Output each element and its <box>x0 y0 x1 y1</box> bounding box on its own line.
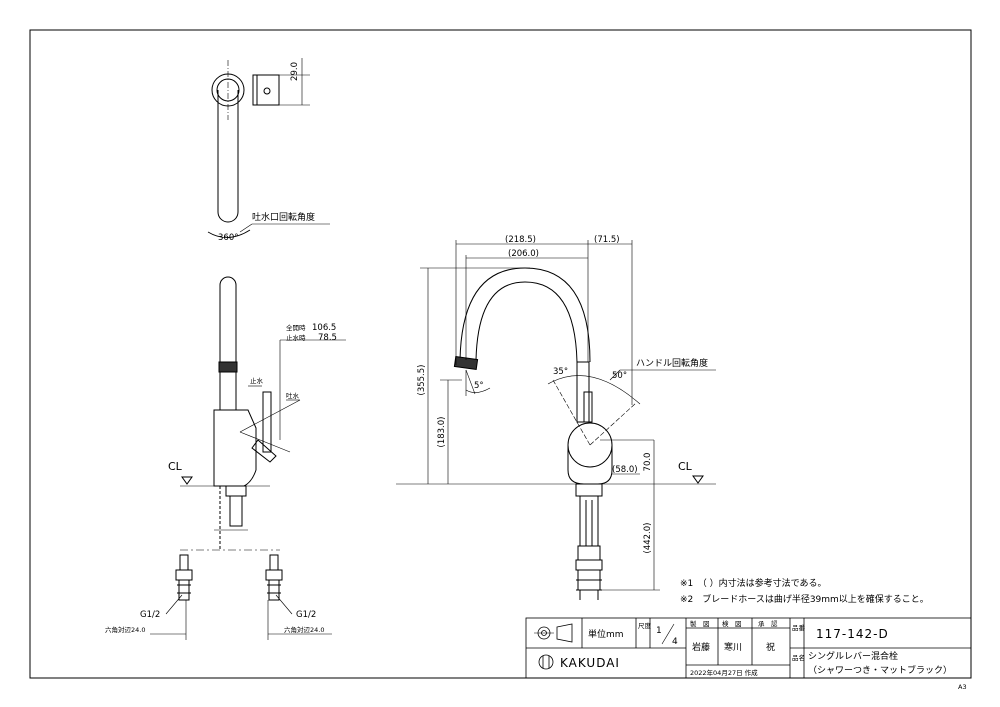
hex-right-label: 六角対辺24.0 <box>284 625 324 634</box>
spout-angle-label: 360° <box>218 233 238 243</box>
spout-rotation-label: 吐水口回転角度 <box>252 211 315 223</box>
stop-water-label: 止水 <box>250 376 264 385</box>
stop-value: 78.5 <box>318 333 337 343</box>
checked-by: 寒川 <box>724 641 742 653</box>
dim-183: (183.0) <box>437 417 447 448</box>
full-open-label: 全開時 <box>286 323 306 332</box>
sheet-frame <box>29 29 972 679</box>
approved-by: 祝 <box>766 641 775 653</box>
top-view <box>207 58 330 238</box>
note-1: ※1 （ ）内寸法は参考寸法である。 <box>680 577 827 589</box>
dim-70: 70.0 <box>643 453 653 472</box>
sheet-size-mark: A3 <box>958 683 967 691</box>
angle-right-label: 50° <box>612 371 627 381</box>
handle-rotation-label: ハンドル回転角度 <box>636 357 708 369</box>
header-drawn: 製 図 <box>690 619 710 628</box>
scale-label: 尺度 <box>638 621 652 630</box>
brand-logo-text: KAKUDAI <box>560 656 620 670</box>
hex-left-label: 六角対辺24.0 <box>105 625 145 634</box>
g-right-label: G1/2 <box>296 610 316 620</box>
angle-left-label: 35° <box>553 367 568 377</box>
drawn-by: 岩藤 <box>692 641 710 653</box>
dim-442: (442.0) <box>643 523 653 554</box>
dim-206: (206.0) <box>508 249 539 259</box>
dim-58: (58.0) <box>612 465 638 475</box>
dim-218: (218.5) <box>505 235 536 245</box>
product-name-line1: シングルレバー混合栓 <box>808 650 898 662</box>
stop-label: 止水時 <box>286 333 306 342</box>
dim-71: (71.5) <box>594 235 620 245</box>
cl-left-label: CL <box>168 460 183 473</box>
side-view <box>150 276 346 640</box>
g-left-label: G1/2 <box>140 610 160 620</box>
name-label: 品名 <box>792 653 805 662</box>
scale-numerator: 1 <box>656 626 662 636</box>
unit-label: 単位mm <box>588 628 624 640</box>
note-2: ※2 ブレードホースは曲げ半径39mm以上を確保すること。 <box>680 593 929 605</box>
scale-denominator: 4 <box>672 637 678 647</box>
header-approved: 承 認 <box>758 619 778 628</box>
front-view <box>396 240 716 600</box>
cl-right-label: CL <box>678 460 693 473</box>
title-block <box>525 617 972 679</box>
dim-top-29: 29.0 <box>290 62 300 81</box>
product-name-line2: （シャワーつき・マットブラック） <box>808 664 952 676</box>
creation-date: 2022年04月27日 作成 <box>690 668 758 677</box>
part-no-label: 品番 <box>792 624 806 632</box>
full-open-value: 106.5 <box>312 323 336 333</box>
header-checked: 検 図 <box>722 619 742 628</box>
dim-355: (355.5) <box>417 365 427 396</box>
angle-tip-label: 5° <box>474 381 484 391</box>
part-number: 117-142-D <box>816 627 889 641</box>
discharge-water-label: 吐水 <box>286 391 300 400</box>
